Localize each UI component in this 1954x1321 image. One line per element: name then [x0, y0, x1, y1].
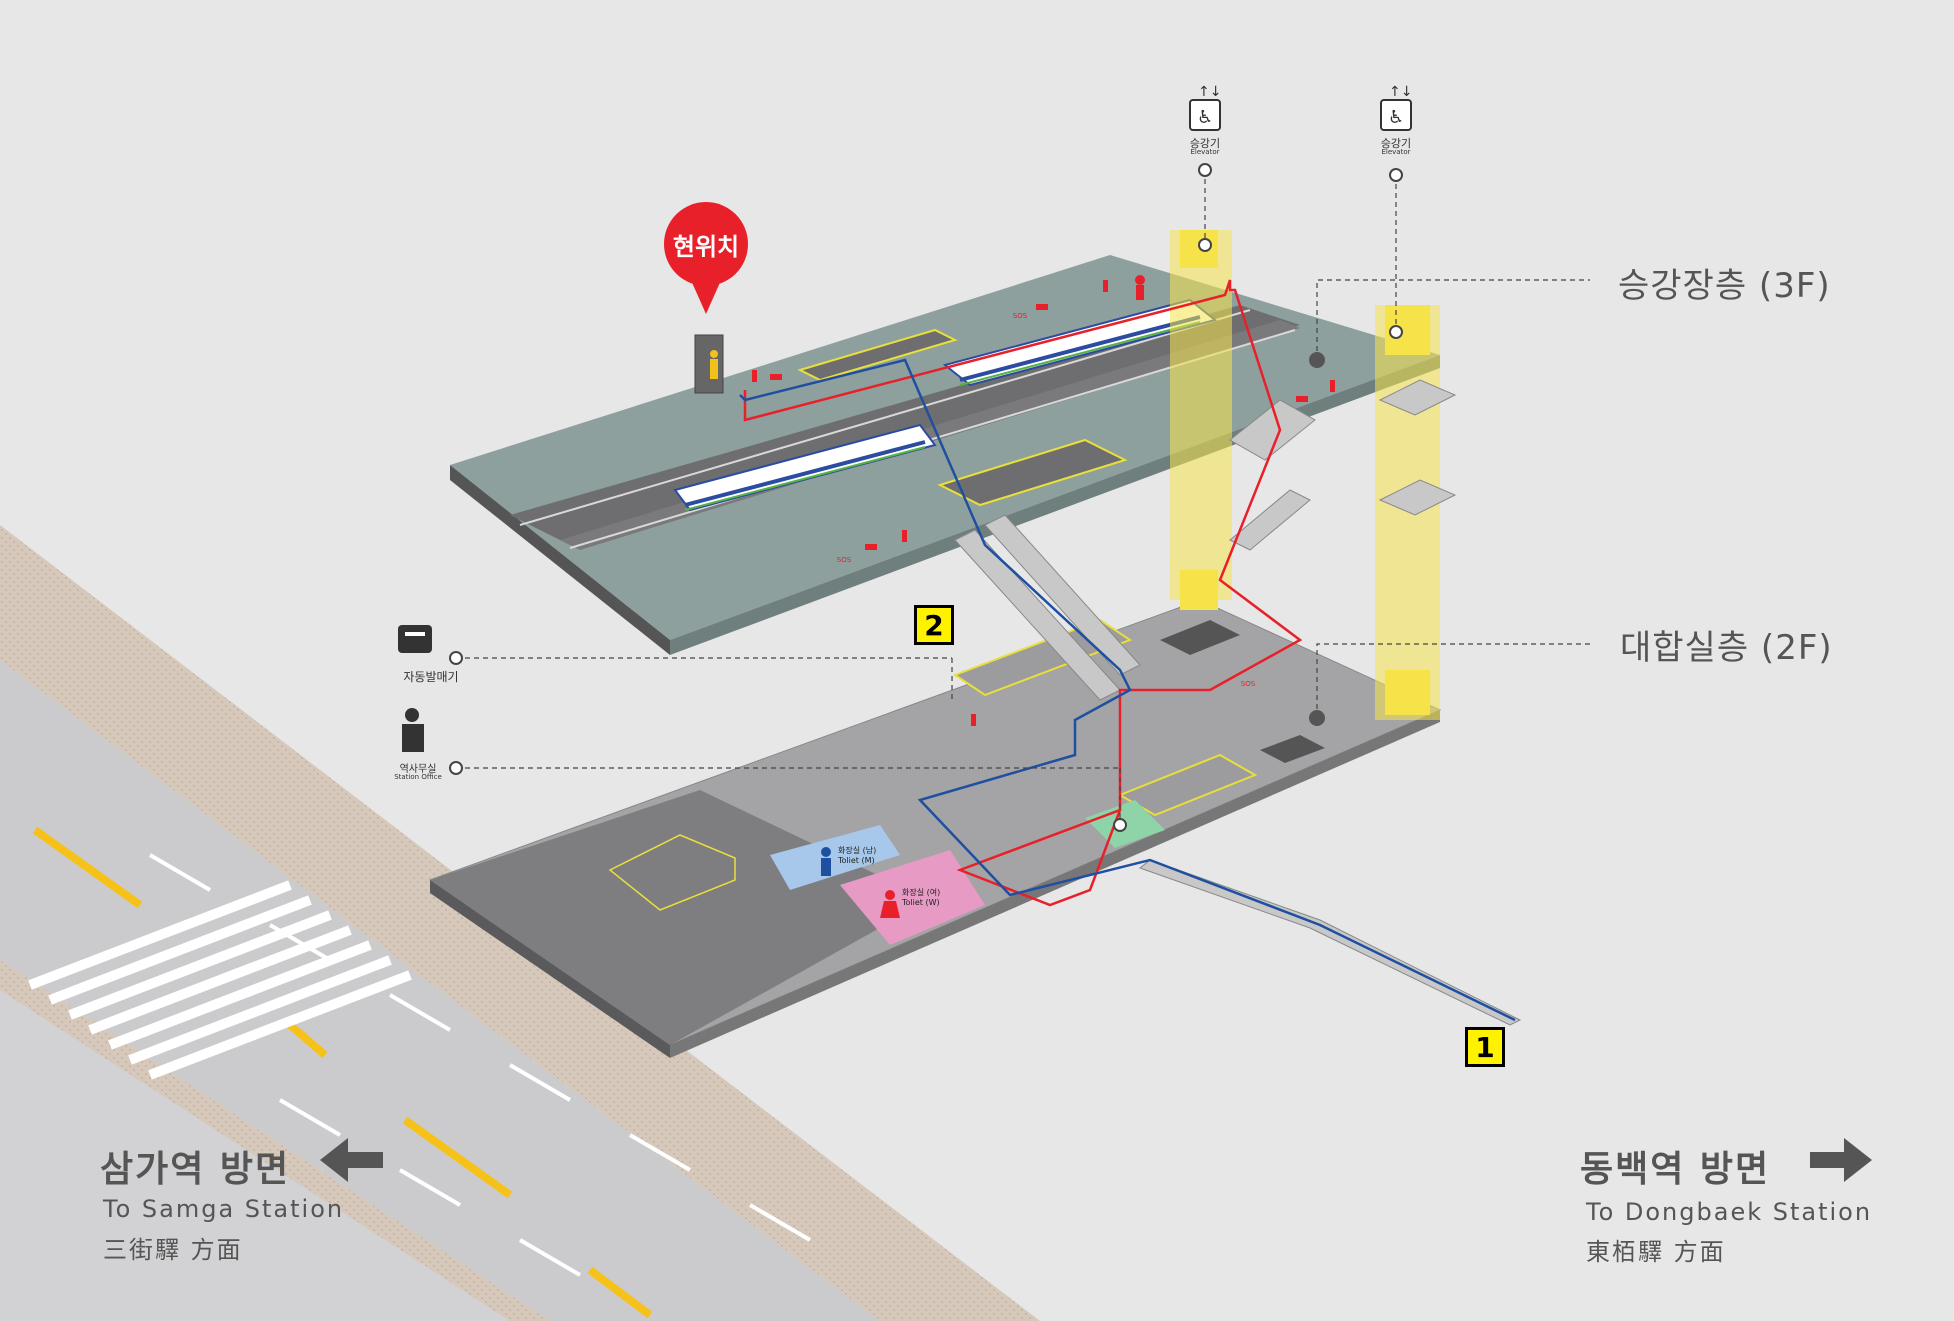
elevator-sub-1: Elevator	[1190, 148, 1220, 156]
station-office-sub: Station Office	[394, 773, 442, 781]
current-location-pin: 현위치	[664, 202, 748, 286]
elevator-shafts	[1170, 230, 1440, 720]
elevator-icon: ↑↓ ↑↓ ♿ ♿	[1189, 84, 1412, 131]
svg-text:♿: ♿	[1388, 107, 1404, 128]
exit-1-badge: 1	[1465, 1027, 1505, 1067]
elevator-label-1: 승강기	[1189, 137, 1221, 150]
direction-right-ko: 동백역 방면	[1580, 1149, 1771, 1190]
toilet-men-ko: 화장실 (남)	[838, 846, 877, 855]
current-location-label: 현위치	[672, 232, 740, 261]
toilet-men-label: 화장실 (남) Toliet (M)	[838, 846, 876, 866]
elevator-label-2: 승강기	[1380, 137, 1412, 150]
toilet-men-area	[770, 825, 900, 890]
sos-label-2: SOS	[836, 556, 852, 564]
toilet-women-ko: 화장실 (여)	[902, 888, 941, 897]
leader-endpoints	[449, 163, 1403, 832]
lane-marks-yellow	[32, 826, 653, 1319]
ticket-machine-label: 자동발매기	[403, 670, 459, 684]
person-icon	[710, 350, 718, 379]
station-office-icon	[402, 708, 424, 752]
train-lower	[673, 423, 937, 512]
exit-2-badge: 2	[914, 605, 954, 645]
platform-icons	[694, 275, 1335, 726]
pin-tail	[690, 278, 722, 314]
direction-left-en: To Samga Station	[103, 1195, 345, 1223]
you-are-here-sign	[694, 334, 724, 394]
direction-right-cn: 東栢驛 方面	[1586, 1238, 1726, 1266]
toilet-women-label: 화장실 (여) Toliet (W)	[902, 888, 940, 908]
direction-left-cn: 三街驛 方面	[103, 1236, 243, 1264]
elevator-sub-2: Elevator	[1381, 148, 1411, 156]
men-icon	[821, 847, 831, 876]
toilet-men-en: Toliet (M)	[838, 856, 875, 865]
ticket-machine-icon	[398, 625, 432, 653]
svg-text:♿: ♿	[1197, 107, 1213, 128]
road	[0, 660, 880, 1321]
leader-lines	[456, 170, 1590, 825]
emergency-phone-icon	[770, 304, 1308, 550]
sos-label-3: SOS	[1240, 680, 1256, 688]
train-upper	[942, 298, 1218, 387]
svg-text:↑↓: ↑↓	[1198, 84, 1221, 100]
toilet-women-area	[840, 850, 985, 945]
road-lower	[0, 990, 510, 1321]
arrow-left-icon	[320, 1138, 383, 1182]
floor-markers	[1309, 352, 1325, 726]
direction-right-en: To Dongbaek Station	[1586, 1198, 1873, 1226]
route-blue	[739, 358, 1516, 1022]
route-red	[743, 279, 1303, 907]
fire-extinguisher-icon	[752, 280, 1335, 726]
concourse-floor	[428, 599, 1442, 1058]
lane-marks-white	[148, 853, 812, 1277]
women-icon	[880, 890, 900, 918]
svg-text:↑↓: ↑↓	[1389, 84, 1412, 100]
evacuation-routes	[739, 279, 1516, 1022]
station-office-label: 역사무실	[399, 764, 437, 775]
floor-label-platform: 승강장층 (3F)	[1618, 266, 1831, 306]
stairs	[954, 379, 1522, 1026]
emergency-exit-icon	[1135, 275, 1145, 300]
floor-label-concourse: 대합실층 (2F)	[1620, 628, 1833, 668]
direction-left-ko: 삼가역 방면	[100, 1149, 291, 1190]
sos-label-1: SOS	[1012, 312, 1028, 320]
arrow-right-icon	[1810, 1138, 1872, 1182]
crosswalk	[28, 880, 412, 1080]
toilet-women-en: Toliet (W)	[902, 898, 940, 907]
